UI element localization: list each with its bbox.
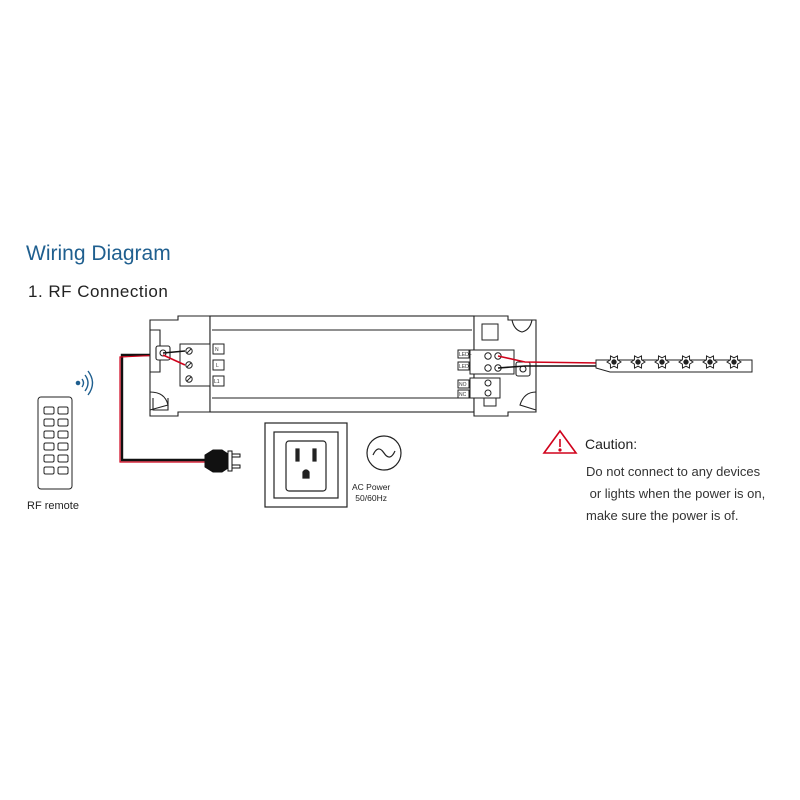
remote-key — [57, 466, 69, 475]
page-title: Wiring Diagram — [26, 242, 171, 265]
signal-icon — [75, 370, 94, 396]
remote-key — [57, 430, 69, 439]
rf-remote — [37, 396, 73, 490]
ac-wire — [119, 353, 205, 463]
led-chip — [606, 355, 622, 369]
input-wire-stubs — [162, 350, 186, 366]
power-plug — [204, 449, 241, 473]
led-strip — [595, 355, 753, 373]
warning-icon — [542, 429, 578, 454]
caution-title: Caution: — [585, 436, 638, 452]
led-chip — [678, 355, 694, 369]
remote-key — [43, 418, 55, 427]
remote-key — [43, 430, 55, 439]
ac-power-line1: AC Power — [352, 482, 391, 492]
terminal-label-no: NO — [459, 382, 467, 388]
ac-power-label: AC Power 50/60Hz — [352, 482, 390, 504]
led-chip — [654, 355, 670, 369]
terminal-label-l1: L1 — [214, 379, 220, 385]
section-title: 1. RF Connection — [28, 282, 169, 301]
terminal-label-nc: NC — [459, 392, 467, 398]
led-chip — [726, 355, 742, 369]
remote-key — [43, 406, 55, 415]
wall-outlet — [264, 422, 348, 508]
ac-power-line2: 50/60Hz — [355, 493, 387, 503]
remote-key — [57, 406, 69, 415]
terminal-label-led-minus: LED- — [459, 364, 471, 370]
ac-power-icon — [366, 435, 402, 471]
caution-text: Do not connect to any devices or lights … — [586, 464, 766, 523]
terminal-label-led-plus: LED+ — [459, 352, 472, 358]
output-terminal-block — [457, 323, 515, 407]
remote-key — [43, 442, 55, 451]
remote-key — [57, 418, 69, 427]
remote-key — [43, 454, 55, 463]
rf-remote-label: RF remote — [27, 500, 79, 512]
remote-key — [57, 454, 69, 463]
terminal-label-l: L — [216, 363, 219, 369]
terminal-label-n: N — [215, 347, 219, 353]
led-chip — [702, 355, 718, 369]
remote-key — [57, 442, 69, 451]
led-chip — [630, 355, 646, 369]
led-wire — [497, 355, 601, 369]
remote-key — [43, 466, 55, 475]
